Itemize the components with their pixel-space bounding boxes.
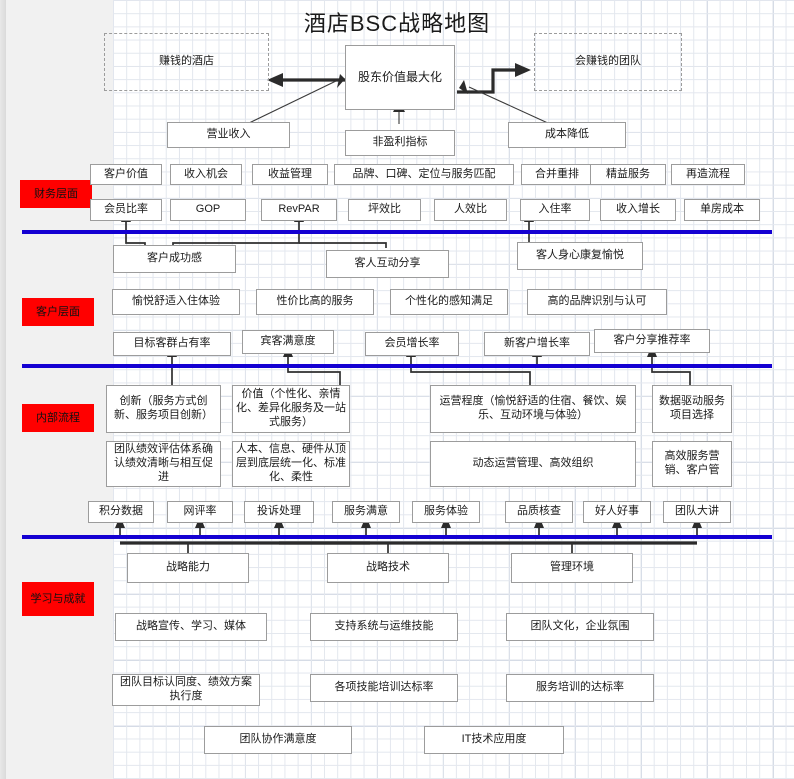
divider-customer [22,364,772,368]
internal-measure-1[interactable]: 积分数据 [88,501,154,523]
learning-capability-2[interactable]: 支持系统与运维技能 [310,613,458,641]
learning-measure-3[interactable]: 服务培训的达标率 [506,674,654,702]
learning-measure-5[interactable]: IT技术应用度 [424,726,564,754]
customer-measure-2[interactable]: 宾客满意度 [242,330,334,354]
customer-outcome-1[interactable]: 客户成功感 [113,245,236,273]
finance-measure-1[interactable]: 会员比率 [90,199,162,221]
internal-enabler-2[interactable]: 人本、信息、硬件从顶层到底层统一化、标准化、柔性 [232,441,350,487]
finance-measure-4[interactable]: 坪效比 [348,199,421,221]
internal-theme-2[interactable]: 价值（个性化、亲情化、差异化服务及一站式服务） [232,385,350,433]
internal-measure-6[interactable]: 品质核查 [505,501,573,523]
learning-capability-1[interactable]: 战略宣传、学习、媒体 [115,613,267,641]
finance-objective-6[interactable]: 精益服务 [590,164,666,185]
finance-objective-2[interactable]: 收入机会 [170,164,242,185]
finance-measure-6[interactable]: 入住率 [520,199,590,221]
learning-pillar-3[interactable]: 管理环境 [511,553,633,583]
customer-measure-3[interactable]: 会员增长率 [365,332,459,356]
divider-internal [22,535,772,539]
finance-measure-7[interactable]: 收入增长 [600,199,676,221]
internal-theme-1[interactable]: 创新（服务方式创新、服务项目创新） [106,385,221,433]
internal-enabler-3[interactable]: 动态运营管理、高效组织 [430,441,636,487]
divider-finance [22,230,772,234]
learning-measure-4[interactable]: 团队协作满意度 [204,726,352,754]
internal-theme-3[interactable]: 运营程度（愉悦舒适的住宿、餐饮、娱乐、互动环境与体验） [430,385,636,433]
internal-measure-4[interactable]: 服务满意 [332,501,400,523]
customer-objective-3[interactable]: 个性化的感知满足 [390,289,508,315]
customer-objective-4[interactable]: 高的品牌识别与认可 [527,289,667,315]
perspective-label-customer: 客户层面 [22,298,94,326]
internal-theme-4[interactable]: 数据驱动服务项目选择 [652,385,732,433]
learning-measure-1[interactable]: 团队目标认同度、绩效方案执行度 [112,674,260,706]
finance-objective-3[interactable]: 收益管理 [252,164,328,185]
finance-objective-4[interactable]: 品牌、口碑、定位与服务匹配 [334,164,514,185]
goal-center[interactable]: 股东价值最大化 [345,45,455,110]
left-gutter [0,0,113,779]
vision-right[interactable]: 会赚钱的团队 [534,33,682,91]
customer-objective-2[interactable]: 性价比高的服务 [256,289,374,315]
learning-capability-3[interactable]: 团队文化，企业氛围 [506,613,654,641]
driver-cost-reduction[interactable]: 成本降低 [508,122,626,148]
customer-measure-4[interactable]: 新客户增长率 [484,332,590,356]
perspective-label-finance: 财务层面 [20,180,92,208]
finance-measure-3[interactable]: RevPAR [261,199,337,221]
page-title: 酒店BSC战略地图 [303,11,491,36]
perspective-label-learning: 学习与成就 [22,582,94,616]
learning-pillar-2[interactable]: 战略技术 [327,553,449,583]
internal-measure-2[interactable]: 网评率 [167,501,233,523]
finance-measure-5[interactable]: 人效比 [434,199,507,221]
internal-measure-8[interactable]: 团队大讲 [663,501,731,523]
left-edge-strip [0,0,6,779]
learning-pillar-1[interactable]: 战略能力 [127,553,249,583]
customer-measure-1[interactable]: 目标客群占有率 [113,332,231,356]
internal-enabler-4[interactable]: 高效服务营销、客户管 [652,441,732,487]
internal-measure-7[interactable]: 好人好事 [583,501,651,523]
learning-measure-2[interactable]: 各项技能培训达标率 [310,674,458,702]
finance-measure-2[interactable]: GOP [170,199,246,221]
customer-objective-1[interactable]: 愉悦舒适入住体验 [112,289,240,315]
finance-objective-1[interactable]: 客户价值 [90,164,162,185]
vision-left[interactable]: 赚钱的酒店 [104,33,269,91]
driver-nonprofit-index[interactable]: 非盈利指标 [345,130,455,156]
finance-objective-7[interactable]: 再造流程 [671,164,745,185]
perspective-label-internal: 内部流程 [22,404,94,432]
internal-measure-3[interactable]: 投诉处理 [244,501,314,523]
finance-objective-5[interactable]: 合并重排 [521,164,593,185]
customer-outcome-2[interactable]: 客人互动分享 [326,250,449,278]
finance-measure-8[interactable]: 单房成本 [684,199,760,221]
internal-enabler-1[interactable]: 团队绩效评估体系确认绩效清晰与相互促进 [106,441,221,487]
internal-measure-5[interactable]: 服务体验 [412,501,480,523]
customer-measure-5[interactable]: 客户分享推荐率 [594,329,710,353]
customer-outcome-3[interactable]: 客人身心康复愉悦 [517,242,643,270]
driver-revenue[interactable]: 营业收入 [167,122,290,148]
